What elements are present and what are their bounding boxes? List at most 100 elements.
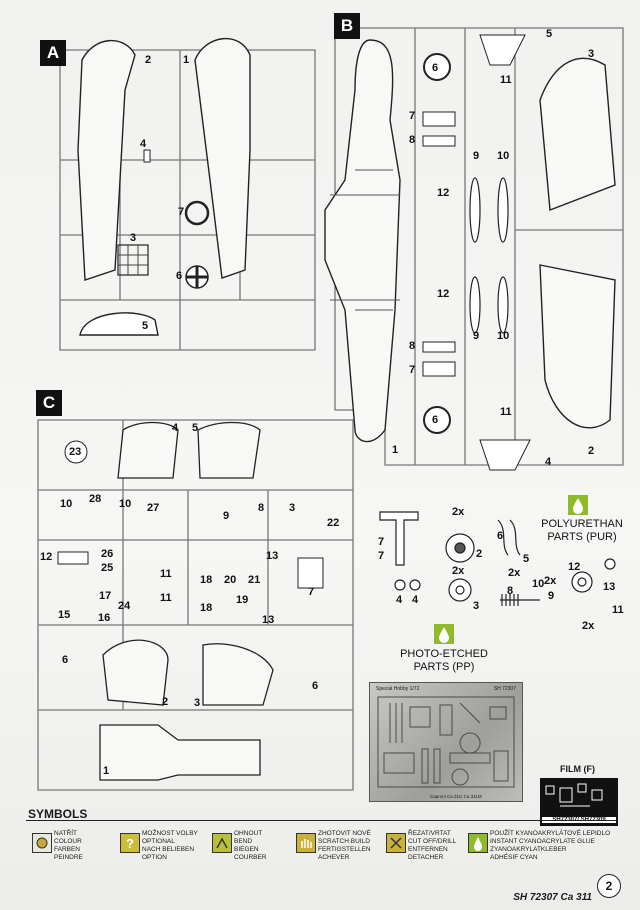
part-number: 10 <box>497 150 510 162</box>
part-number: 6 <box>176 270 183 282</box>
polyurethan-title: POLYURETHAN PARTS (PUR) <box>541 518 623 543</box>
part-number: 7 <box>178 206 185 218</box>
part-number: 18 <box>200 602 213 614</box>
symbols-divider <box>26 820 618 821</box>
part-number: 12 <box>437 288 450 300</box>
part-b6-bottom <box>423 406 451 434</box>
fret-code: SH 72307 <box>493 686 516 692</box>
part-number: 19 <box>236 594 249 606</box>
part-number: 7 <box>308 586 315 598</box>
part-number: 7 <box>378 550 385 562</box>
part-number: 1 <box>183 54 190 66</box>
part-number: 12 <box>437 187 450 199</box>
part-number: 11 <box>612 604 624 616</box>
part-number: 2 <box>145 54 152 66</box>
part-number: 11 <box>160 592 172 604</box>
part-number: 1 <box>103 765 110 777</box>
part-number: 1 <box>392 444 399 456</box>
part-number: 9 <box>223 510 230 522</box>
part-c7 <box>297 557 324 589</box>
part-number: 7 <box>409 110 416 122</box>
photo-etched-fret: Special Hobby 1/72 SH 72307 Caproni Ca.3… <box>369 682 523 802</box>
fuselage-half-left <box>77 39 136 281</box>
part-number: 5 <box>546 28 553 40</box>
fuselage-half-right <box>194 38 251 279</box>
part-a6 <box>185 265 209 289</box>
part-number: 13 <box>603 581 616 593</box>
part-a4 <box>143 149 151 163</box>
part-number: 7 <box>409 364 416 376</box>
part-number: 5 <box>192 422 199 434</box>
sprue-a-frame <box>59 38 316 351</box>
part-number: 2x <box>582 620 595 632</box>
part-number: 8 <box>258 502 265 514</box>
wing <box>324 39 401 443</box>
part-a5 <box>79 312 159 336</box>
section-b-label: B <box>334 13 360 39</box>
part-number: 4 <box>140 138 147 150</box>
part-number: 10 <box>497 330 510 342</box>
symbol-text: ŘEZAT/VRTAT CUT OFF/DRILL ENTFERNEN DETA… <box>408 830 457 861</box>
part-number: 11 <box>500 74 512 86</box>
symbol-text: OHNOUT BEND BIEGEN COURBER <box>234 830 267 861</box>
symbols-title: SYMBOLS <box>28 807 88 821</box>
part-number: 13 <box>266 550 279 562</box>
tailplane-top <box>539 57 616 211</box>
part-c4 <box>117 421 179 479</box>
part-number: 8 <box>409 134 416 146</box>
part-number: 13 <box>262 614 275 626</box>
part-number: 4 <box>172 422 179 434</box>
polyurethan-drop-icon <box>568 495 588 515</box>
option-icon: ? <box>120 833 140 853</box>
fret-parts <box>377 696 515 788</box>
part-number: 22 <box>327 517 340 529</box>
symbol-text: MOŽNOST VOLBY OPTIONAL NACH BELIEBEN OPT… <box>142 830 198 861</box>
symbol-text: ZHOTOVIT NOVÉ SCRATCH BUILD FERTIGSTELLE… <box>318 830 371 861</box>
part-number: 3 <box>473 600 480 612</box>
part-number: 18 <box>200 574 213 586</box>
part-number: 11 <box>160 568 172 580</box>
part-number: 4 <box>396 594 403 606</box>
part-number: 11 <box>500 406 512 418</box>
sprue-c-frame <box>37 419 354 791</box>
part-number: 8 <box>409 340 416 352</box>
sprue-b-frame <box>324 27 624 471</box>
part-c12 <box>57 551 89 565</box>
cut-drill-icon <box>386 833 406 853</box>
part-number: 9 <box>473 150 480 162</box>
part-number: 10 <box>60 498 73 510</box>
part-b6-top <box>423 53 451 81</box>
part-number: 6 <box>432 414 439 426</box>
part-number: 6 <box>62 654 69 666</box>
part-a3 <box>117 244 149 276</box>
footer-code: SH 72307 Ca 311 <box>513 892 592 903</box>
fret-bottom-label: Caproni Ca.311/ Ca.311M <box>430 794 482 799</box>
page-number: 2 <box>597 874 621 898</box>
symbol-glue: POUŽÍT KYANOAKRYLÁTOVÉ LEPIDLO INSTANT C… <box>468 830 610 890</box>
part-c5 <box>197 421 261 479</box>
part-c23 <box>64 440 88 464</box>
part-number: 2 <box>162 696 169 708</box>
symbol-colour: NATŘÍT COLOUR FARBEN PEINDRE <box>32 830 112 890</box>
part-number: 3 <box>130 232 137 244</box>
photo-etched-drop-icon <box>434 624 454 644</box>
part-number: 12 <box>40 551 53 563</box>
part-number: 3 <box>588 48 595 60</box>
part-number: 2 <box>476 548 483 560</box>
symbol-text: NATŘÍT COLOUR FARBEN PEINDRE <box>54 830 83 861</box>
part-number: 16 <box>98 612 111 624</box>
part-number: 25 <box>101 562 114 574</box>
symbol-optional: ? MOŽNOST VOLBY OPTIONAL NACH BELIEBEN O… <box>120 830 210 890</box>
section-c-label: C <box>36 390 62 416</box>
part-number: 27 <box>147 502 160 514</box>
part-number: 10 <box>119 498 132 510</box>
part-number: 2x <box>452 565 465 577</box>
part-a7 <box>184 200 210 226</box>
part-c2 <box>102 639 169 706</box>
symbol-scratch-build: ZHOTOVIT NOVÉ SCRATCH BUILD FERTIGSTELLE… <box>296 830 386 890</box>
film-title: FILM (F) <box>560 764 595 774</box>
part-number: 9 <box>548 590 555 602</box>
svg-text:?: ? <box>126 836 134 851</box>
tailplane-bottom <box>539 264 616 429</box>
section-a-label: A <box>40 40 66 66</box>
